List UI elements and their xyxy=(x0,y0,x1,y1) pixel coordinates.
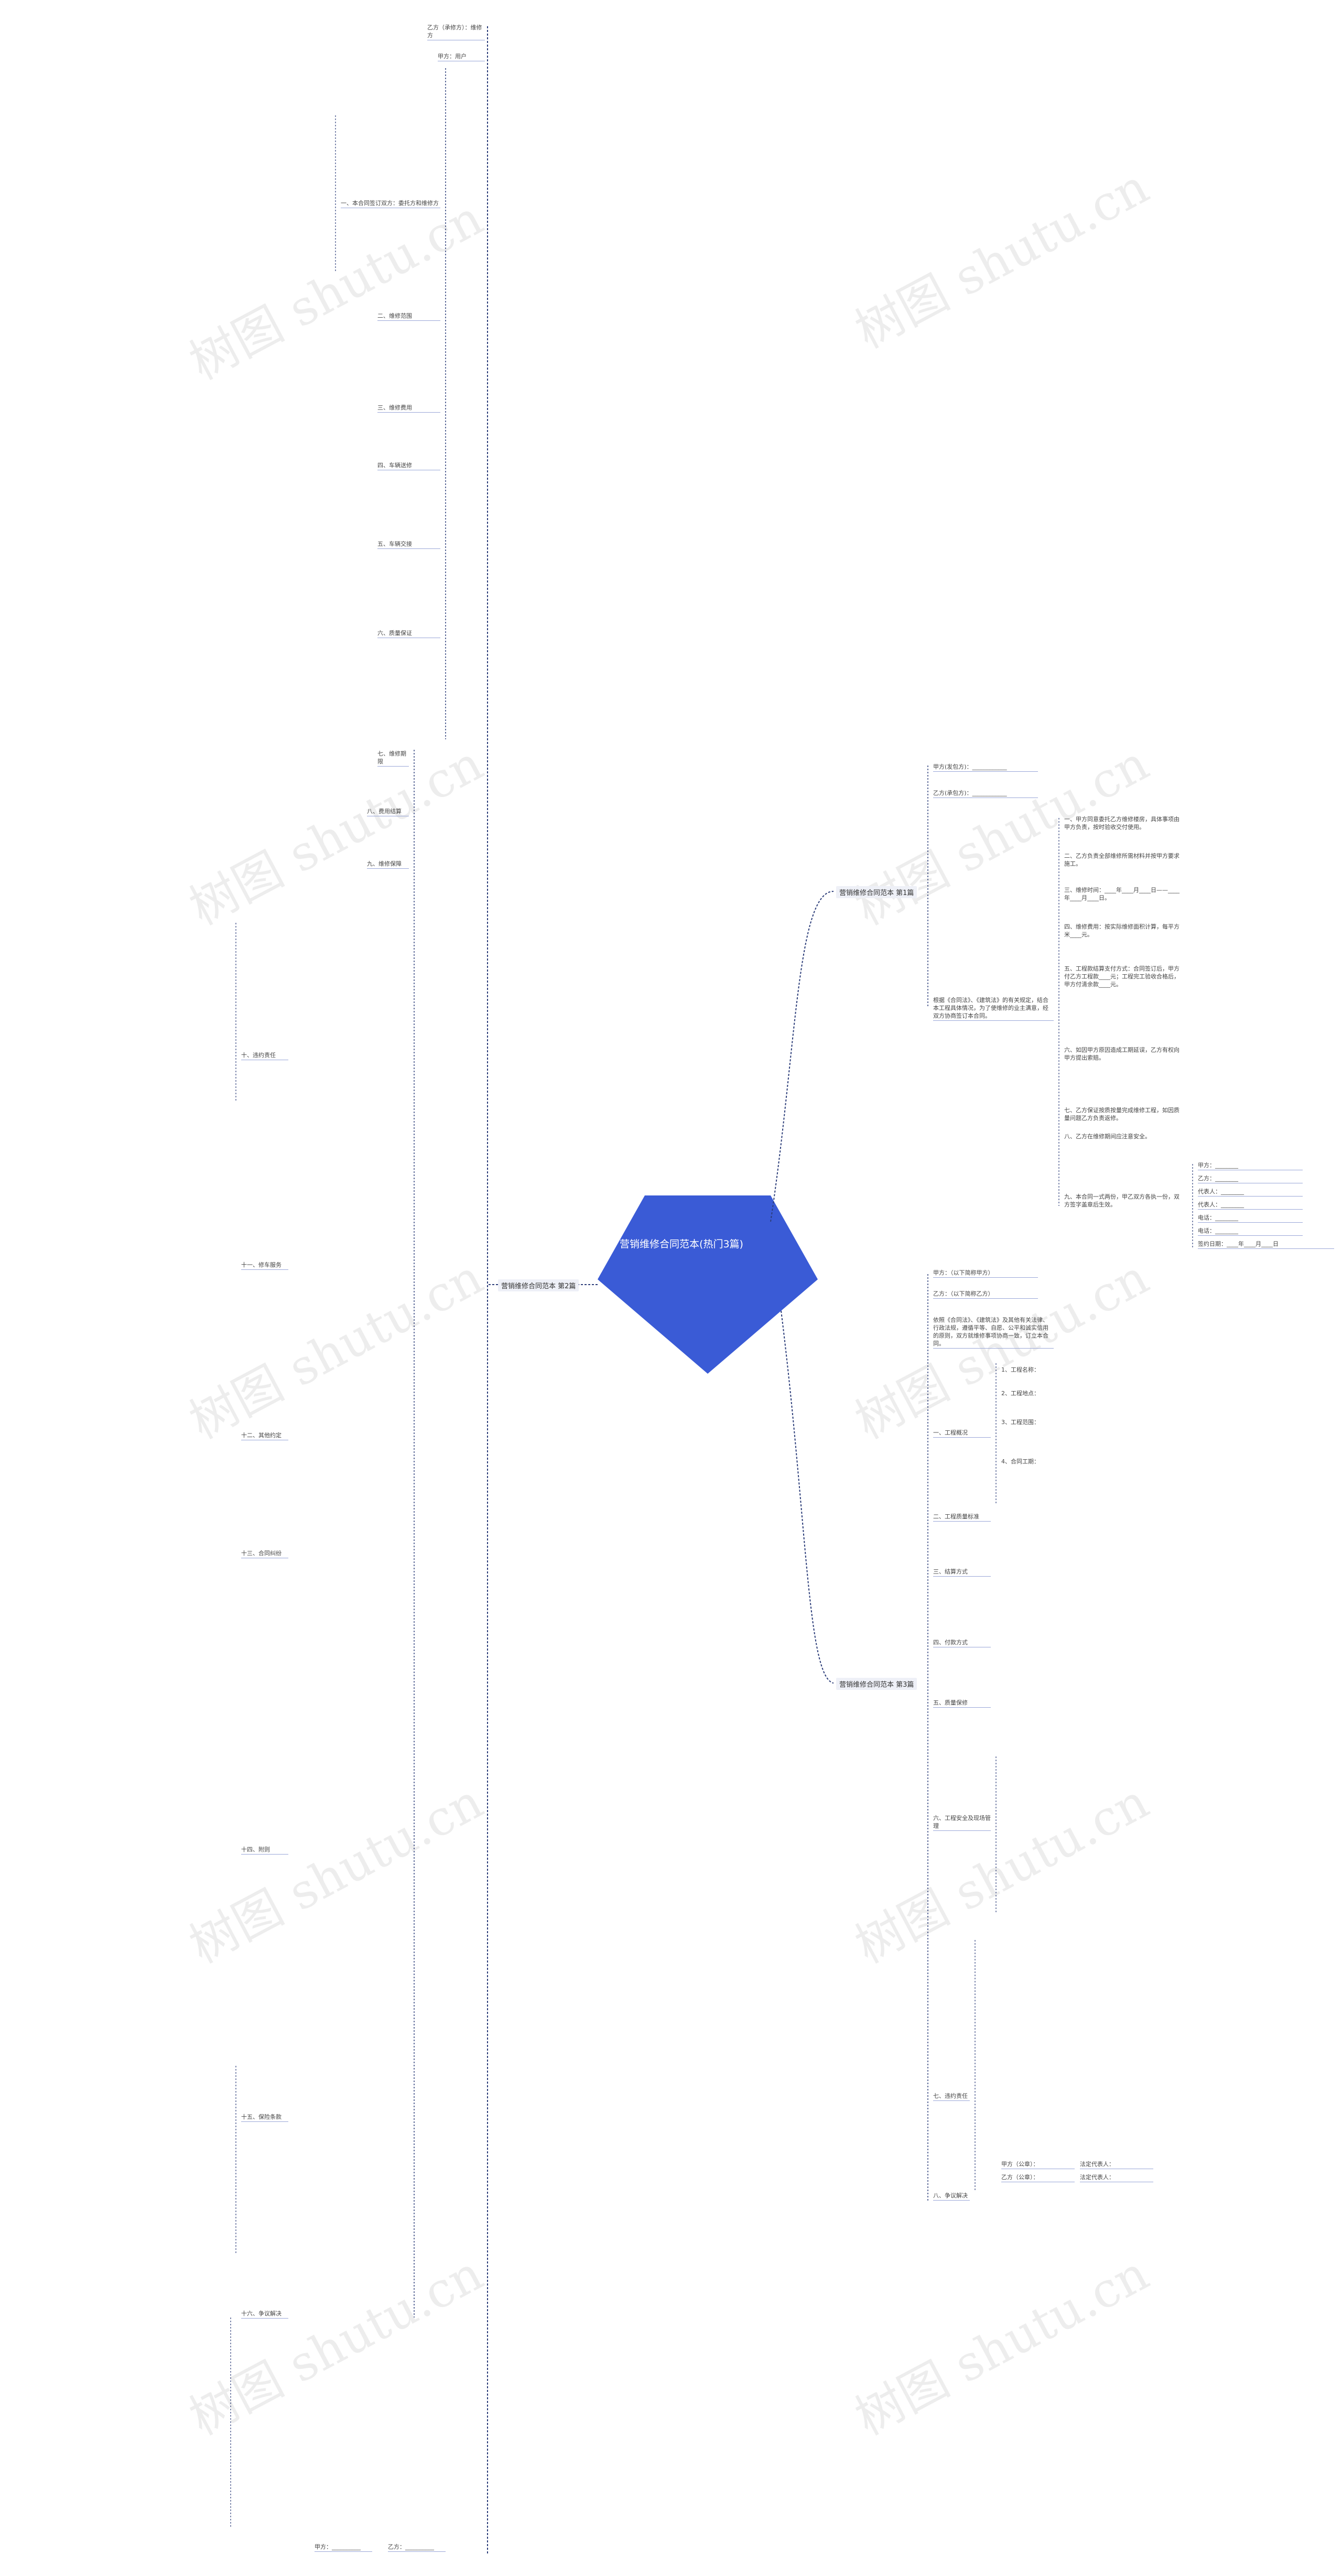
branch-label-2[interactable]: 营销维修合同范本 第2篇 xyxy=(498,1279,579,1291)
b2-node-7[interactable]: 六、质量保证 xyxy=(377,629,440,638)
b2-node-13[interactable]: 十二、其他约定 xyxy=(241,1431,288,1440)
b1-node-7[interactable]: 五、工程款结算支付方式：合同签订后，甲方付乙方工程款____元；工程完工验收合格… xyxy=(1064,965,1179,988)
b3-node-7[interactable]: 4、合同工期： xyxy=(1001,1458,1040,1465)
b3-node-2[interactable]: 依照《合同法》、《建筑法》及其他有关法律、行政法规，遵循平等、自愿、公平和诚实信… xyxy=(933,1316,1054,1349)
b3-node-9[interactable]: 三、结算方式 xyxy=(933,1568,991,1577)
b3-node-13[interactable]: 七、违约责任 xyxy=(933,2092,970,2101)
b1-node-16[interactable]: 电话：________ xyxy=(1198,1214,1303,1223)
b2-node-14[interactable]: 十三、合同纠纷 xyxy=(241,1549,288,1558)
b2-node-5[interactable]: 四、车辆送修 xyxy=(377,461,440,470)
b2-node-4[interactable]: 三、维修费用 xyxy=(377,404,440,413)
b2-node-15[interactable]: 十四、附则 xyxy=(241,1846,288,1855)
b2-node-0[interactable]: 乙方（承修方）：维修方 xyxy=(427,24,485,40)
b1-node-10[interactable]: 八、乙方在维修期间应注意安全。 xyxy=(1064,1133,1151,1140)
b2-node-6[interactable]: 五、车辆交接 xyxy=(377,540,440,549)
b1-node-4[interactable]: 二、乙方负责全部维修所需材料并按甲方要求施工。 xyxy=(1064,853,1179,867)
b2-node-9[interactable]: 八、费用结算 xyxy=(367,807,409,816)
b1-node-14[interactable]: 代表人：________ xyxy=(1198,1188,1303,1197)
b1-node-8[interactable]: 六、如因甲方原因造成工期延误，乙方有权向甲方提出索赔。 xyxy=(1064,1047,1179,1061)
b3-node-16[interactable]: 乙方（公章）： xyxy=(1001,2173,1075,2182)
b1-node-12[interactable]: 甲方：________ xyxy=(1198,1161,1303,1170)
b3-node-14[interactable]: 八、争议解决 xyxy=(933,2192,970,2201)
b3-node-6[interactable]: 3、工程范围： xyxy=(1001,1419,1040,1426)
b3-node-5[interactable]: 2、工程地点： xyxy=(1001,1390,1040,1397)
b2-node-10[interactable]: 九、维修保障 xyxy=(367,860,409,869)
b1-node-15[interactable]: 代表人：________ xyxy=(1198,1201,1303,1210)
b1-node-2[interactable]: 根据《合同法》、《建筑法》的有关规定，结合本工程具体情况，为了使维修的业主满意，… xyxy=(933,996,1054,1021)
b2-node-18[interactable]: 甲方：__________ xyxy=(315,2543,372,2552)
b1-node-17[interactable]: 电话：________ xyxy=(1198,1227,1303,1236)
b3-node-15[interactable]: 甲方（公章）： xyxy=(1001,2160,1075,2169)
b2-node-1[interactable]: 甲方：用户 xyxy=(438,52,485,61)
b1-node-1[interactable]: 乙方(承包方)：____________ xyxy=(933,789,1038,798)
b1-node-18[interactable]: 签约日期：____年____月____日 xyxy=(1198,1240,1334,1249)
b1-node-6[interactable]: 四、维修费用：按实际维修面积计算，每平方米____元。 xyxy=(1064,923,1179,938)
connector-branch1 xyxy=(770,891,834,1222)
b1-node-9[interactable]: 七、乙方保证按质按量完成维修工程，如因质量问题乙方负责返修。 xyxy=(1064,1107,1179,1122)
b3-node-1[interactable]: 乙方：（以下简称乙方） xyxy=(933,1290,1038,1299)
b3-node-18[interactable]: 法定代表人： xyxy=(1080,2173,1153,2182)
b3-node-4[interactable]: 1、工程名称： xyxy=(1001,1366,1040,1373)
b2-node-8[interactable]: 七、维修期限 xyxy=(377,750,409,767)
b3-node-12[interactable]: 六、工程安全及现场管理 xyxy=(933,1814,991,1831)
b3-node-10[interactable]: 四、付款方式 xyxy=(933,1639,991,1647)
b3-node-17[interactable]: 法定代表人： xyxy=(1080,2160,1153,2169)
connector-branch3 xyxy=(781,1310,834,1684)
b3-node-3[interactable]: 一、工程概况 xyxy=(933,1429,991,1438)
b2-node-11[interactable]: 十、违约责任 xyxy=(241,1051,288,1060)
b1-node-11[interactable]: 九、本合同一式两份，甲乙双方各执一份，双方签字盖章后生效。 xyxy=(1064,1193,1179,1208)
b3-node-0[interactable]: 甲方：（以下简称甲方） xyxy=(933,1269,1038,1278)
central-node-shape[interactable] xyxy=(598,1195,818,1374)
b1-node-3[interactable]: 一、甲方同意委托乙方维修楼房，具体事项由甲方负责，按时验收交付使用。 xyxy=(1064,816,1179,831)
b1-node-0[interactable]: 甲方(发包方)：____________ xyxy=(933,763,1038,772)
b3-node-11[interactable]: 五、质量保修 xyxy=(933,1699,991,1708)
b2-node-19[interactable]: 乙方：__________ xyxy=(388,2543,446,2552)
b2-node-3[interactable]: 二、维修范围 xyxy=(377,312,440,321)
b1-node-13[interactable]: 乙方：________ xyxy=(1198,1174,1303,1183)
central-topic[interactable]: 营销维修合同范本(热门3篇) xyxy=(620,1238,743,1250)
b2-node-16[interactable]: 十五、保险条款 xyxy=(241,2113,288,2122)
branch-label-1[interactable]: 营销维修合同范本 第1篇 xyxy=(836,886,917,898)
b1-node-5[interactable]: 三、维修时间：____年____月____日——____年____月____日。 xyxy=(1064,887,1179,901)
b3-node-8[interactable]: 二、工程质量标准 xyxy=(933,1513,991,1522)
b2-node-17[interactable]: 十六、争议解决 xyxy=(241,2310,288,2319)
b2-node-12[interactable]: 十一、修车服务 xyxy=(241,1261,288,1270)
b2-node-2[interactable]: 一、本合同签订双方：委托方和维修方 xyxy=(341,199,440,208)
branch-label-3[interactable]: 营销维修合同范本 第3篇 xyxy=(836,1678,917,1690)
